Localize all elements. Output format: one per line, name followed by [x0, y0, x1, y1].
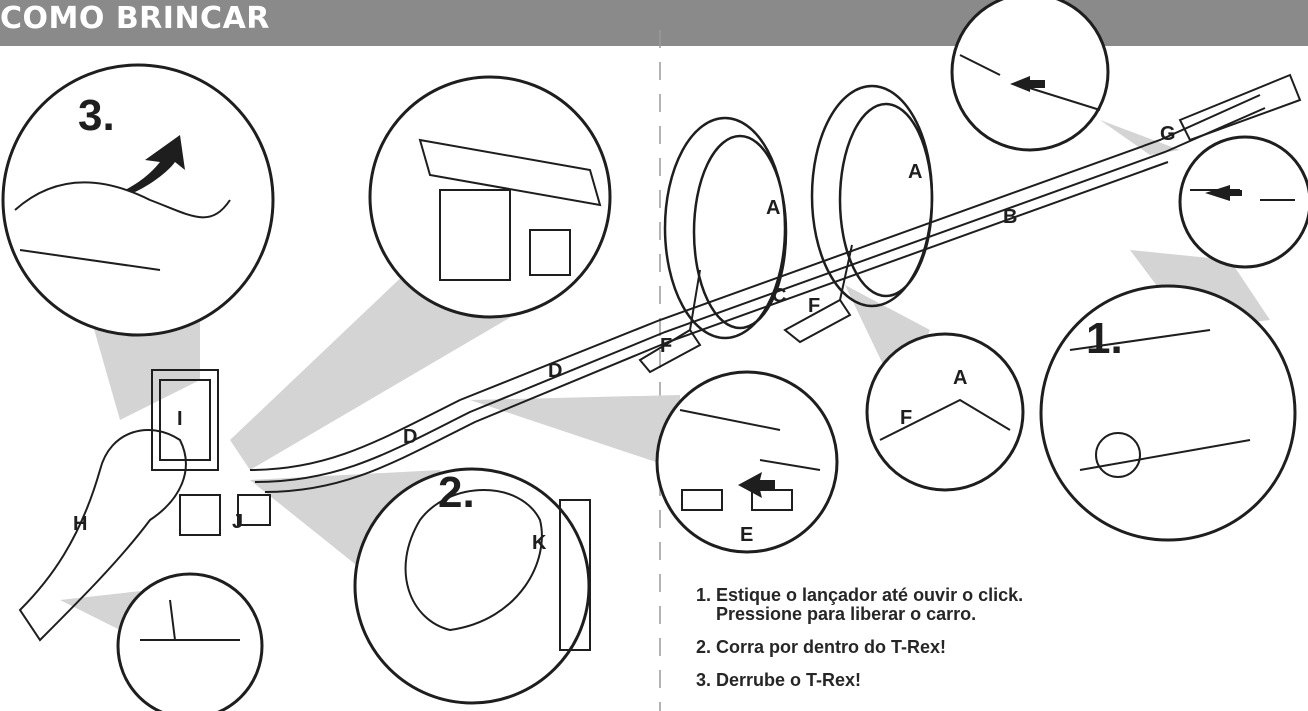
label-a1: A — [766, 197, 780, 219]
loop-icon-right — [810, 84, 934, 308]
track — [249, 94, 1266, 493]
label-f3: F — [900, 407, 912, 429]
callout-circle-arrows — [1178, 135, 1308, 269]
label-a3: A — [953, 367, 967, 389]
trex-icon — [18, 369, 271, 642]
label-f2: F — [808, 295, 820, 317]
loops — [663, 84, 934, 340]
instruction-step-2: 2. Corra por dentro do T-Rex! — [696, 637, 947, 657]
bracket-sketch — [418, 138, 602, 207]
arrow-icon-e — [738, 472, 775, 498]
track-icon — [959, 54, 1101, 111]
arrow-icon-g — [1010, 76, 1045, 92]
label-e: E — [740, 524, 753, 546]
label-h: H — [73, 513, 87, 535]
label-k: K — [532, 532, 547, 554]
callout-wedge-g — [1100, 120, 1180, 155]
instructions-list: 1. Estique o lançador até ouvir o click.… — [696, 586, 1023, 704]
callout-circle-f — [865, 332, 1025, 492]
loop-icon-left — [663, 116, 787, 340]
callout-wedge-e — [470, 395, 680, 470]
trex-fallen-sketch — [14, 181, 231, 219]
arrow-icon-push — [1205, 185, 1242, 201]
label-g: G — [1160, 123, 1176, 145]
callout-number-3: 3. — [78, 91, 115, 140]
label-a2: A — [908, 161, 922, 183]
callout-circle-1 — [1039, 284, 1297, 542]
page-title: COMO BRINCAR — [0, 1, 270, 36]
label-d1: D — [548, 360, 562, 382]
arrow-icon-3 — [125, 135, 185, 192]
supports — [638, 73, 1302, 374]
callout-number-2: 2. — [438, 468, 475, 517]
label-i: I — [177, 408, 183, 430]
instruction-step-1: 1. Estique o lançador até ouvir o click.… — [696, 585, 1024, 624]
label-f1: F — [660, 335, 672, 357]
label-d2: D — [403, 426, 417, 448]
label-c: C — [772, 285, 786, 307]
callout-circle-3 — [1, 63, 275, 337]
label-j: J — [232, 511, 243, 533]
callout-circle-base — [116, 572, 264, 711]
label-b: B — [1003, 206, 1017, 228]
callout-circle-bracket — [368, 75, 612, 319]
launcher-icon — [1178, 73, 1302, 142]
instruction-step-3: 3. Derrube o T-Rex! — [696, 670, 862, 690]
callout-circle-g — [950, 0, 1110, 152]
callout-number-1: 1. — [1086, 314, 1123, 363]
